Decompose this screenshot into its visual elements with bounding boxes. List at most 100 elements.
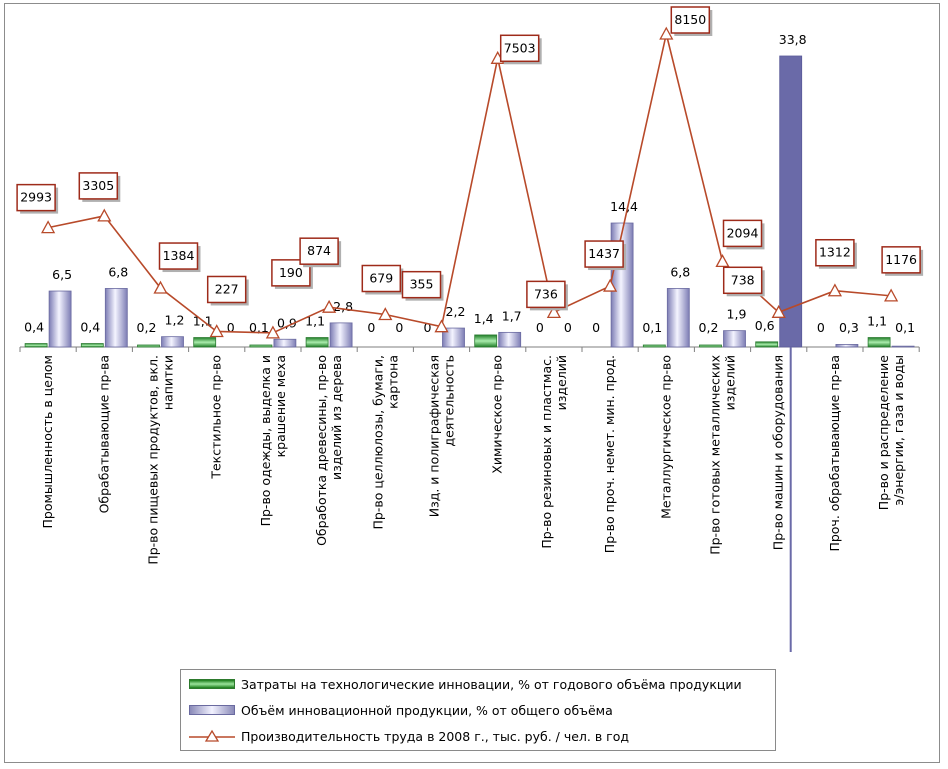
- data-label-innovation-output: 0,3: [839, 320, 859, 335]
- data-label-innovation-costs: 1,4: [474, 311, 494, 326]
- data-label-innovation-output: 6,5: [52, 267, 72, 282]
- category-label-line: Пр-во и распределение: [876, 355, 891, 511]
- data-label-innovation-costs: 0,1: [249, 320, 269, 335]
- line-marker-productivity: [603, 278, 618, 292]
- data-label-innovation-costs: 0,2: [699, 320, 719, 335]
- data-label-innovation-costs: 0,1: [642, 320, 662, 335]
- bar-innovation-costs: [137, 344, 160, 348]
- category-tick-label: Текстильное пр-во: [209, 355, 224, 480]
- data-label-innovation-costs: 0,4: [24, 320, 44, 335]
- category-tick-label: Пр-во проч. немет. мин. прод.: [602, 355, 617, 553]
- data-label-innovation-output: 0: [564, 320, 572, 335]
- data-label-innovation-output: 14,4: [610, 199, 638, 214]
- category-label-line: Пр-во одежды, выделка и: [258, 355, 273, 526]
- data-label-innovation-costs: 0: [367, 320, 375, 335]
- category-label-line: напитки: [161, 355, 176, 410]
- data-label-box: [722, 266, 763, 295]
- category-tick-label: Проч. обрабатывающие пр-ва: [827, 355, 842, 552]
- bar-innovation-output: [723, 330, 746, 348]
- data-label-innovation-output: 1,9: [727, 307, 747, 322]
- data-label-box: [722, 219, 763, 248]
- data-label-innovation-costs: 0: [424, 320, 432, 335]
- data-label-innovation-costs: 0,4: [80, 320, 100, 335]
- data-label-innovation-costs: 0: [536, 320, 544, 335]
- category-label-line: Пр-во пищевых продуктов, вкл.: [146, 355, 161, 565]
- data-label-innovation-output: 6,8: [108, 264, 128, 279]
- bar-innovation-costs: [699, 344, 722, 348]
- legend-item-productivity: Производительность труда в 2008 г., тыс.…: [189, 726, 629, 746]
- data-label-productivity: 190: [279, 265, 303, 280]
- category-label-line: Пр-во резиновых и пластмас.: [539, 355, 554, 549]
- bar-innovation-costs: [193, 337, 217, 348]
- category-label-line: Промышленность в целом: [40, 355, 55, 529]
- line-marker-productivity: [97, 208, 112, 222]
- bar-innovation-output: [161, 336, 184, 348]
- data-label-box: [526, 280, 566, 309]
- category-tick-label: Химическое пр-во: [490, 355, 505, 474]
- data-label-productivity: 355: [410, 277, 434, 292]
- bar-innovation-output: [666, 288, 690, 348]
- line-marker-productivity: [827, 283, 842, 297]
- data-label-innovation-output: 0,1: [895, 320, 915, 335]
- bar-innovation-output: [104, 288, 128, 348]
- category-label-line: Металлургическое пр-во: [658, 355, 673, 519]
- data-label-box: [881, 246, 921, 274]
- bar-innovation-costs: [755, 341, 779, 348]
- line-marker-productivity: [322, 299, 337, 313]
- line-marker-productivity: [884, 288, 899, 302]
- bar-innovation-costs: [249, 344, 273, 348]
- data-label-innovation-output: 33,8: [779, 32, 807, 47]
- legend-swatch-line: [189, 729, 235, 743]
- line-marker-productivity: [378, 307, 393, 321]
- category-tick-label: Промышленность в целом: [40, 355, 55, 529]
- bar-innovation-costs: [642, 344, 666, 348]
- data-label-box: [499, 34, 540, 63]
- data-label-innovation-costs: 1,1: [305, 314, 325, 329]
- data-label-box: [299, 237, 339, 265]
- data-label-box: [78, 172, 119, 200]
- category-label-line: деятельность: [442, 355, 457, 447]
- data-label-productivity: 1312: [819, 245, 851, 260]
- bar-innovation-costs: [305, 337, 329, 348]
- bar-innovation-output-highlight: [779, 55, 803, 348]
- data-label-productivity: 8150: [674, 12, 706, 27]
- data-label-innovation-output: 6,8: [670, 264, 690, 279]
- data-label-productivity: 1437: [588, 246, 620, 261]
- line-marker-productivity: [265, 325, 280, 339]
- category-label-line: Пр-во целлюлозы, бумаги,: [370, 355, 385, 530]
- category-label-line: крашение меха: [273, 355, 288, 457]
- data-label-innovation-costs: 0,6: [755, 318, 775, 333]
- data-label-box: [584, 240, 624, 268]
- line-marker-productivity: [659, 26, 674, 40]
- chart-legend: Затраты на технологические инновации, % …: [180, 669, 776, 751]
- data-label-box: [361, 264, 402, 293]
- data-label-innovation-costs: 0: [817, 320, 825, 335]
- category-tick-label: Пр-во машин и оборудования: [771, 355, 786, 550]
- data-label-productivity: 227: [215, 281, 239, 296]
- data-label-box: [815, 238, 855, 267]
- category-tick-label: Пр-во резиновых и пластмас.изделий: [539, 355, 569, 549]
- data-label-innovation-costs: 0,2: [137, 320, 157, 335]
- data-label-box: [158, 242, 199, 270]
- category-label-line: Пр-во готовых металлических: [708, 355, 723, 555]
- category-tick-label: Металлургическое пр-во: [658, 355, 673, 519]
- data-label-innovation-costs: 1,1: [867, 314, 887, 329]
- data-label-productivity: 679: [369, 271, 393, 286]
- bar-innovation-output: [329, 322, 353, 348]
- data-label-box: [16, 183, 56, 212]
- category-label-line: изделий: [554, 355, 569, 410]
- category-label-line: изделий из дерева: [329, 355, 344, 480]
- legend-label: Затраты на технологические инновации, % …: [241, 676, 742, 692]
- category-label-line: Пр-во проч. немет. мин. прод.: [602, 355, 617, 553]
- bar-innovation-output: [273, 338, 297, 348]
- data-label-productivity: 1384: [163, 248, 195, 263]
- data-label-innovation-output: 0: [395, 320, 403, 335]
- legend-item-innovation-output: Объём инновационной продукции, % от обще…: [189, 700, 613, 720]
- legend-label: Производительность труда в 2008 г., тыс.…: [241, 728, 630, 744]
- bar-innovation-costs: [867, 337, 891, 348]
